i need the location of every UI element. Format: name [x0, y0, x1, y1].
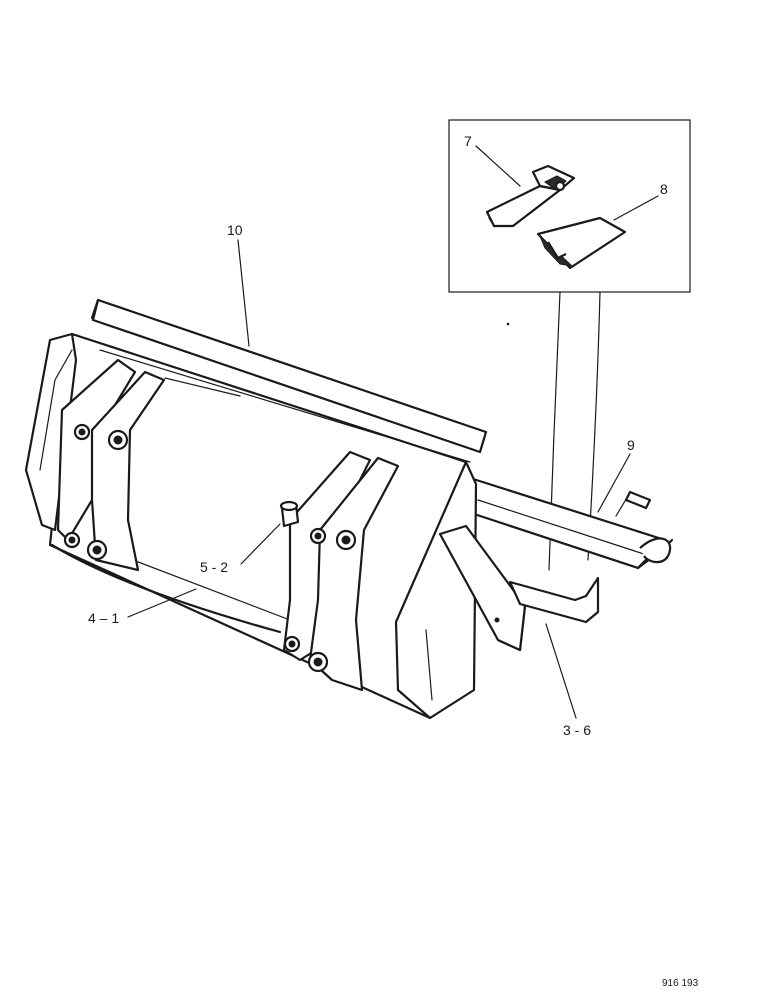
leader-10 — [237, 239, 250, 347]
callout-7: 7 — [464, 133, 472, 149]
right-hitch-bracket — [282, 450, 400, 692]
leader-5-2 — [240, 523, 281, 565]
detail-inset: 7 8 — [448, 119, 691, 571]
callout-10: 10 — [227, 222, 243, 238]
bushing-part-5-2 — [279, 500, 300, 528]
adapter-part-8 — [536, 216, 627, 270]
leader-4-1 — [127, 588, 197, 618]
drawing-code: 916 193 — [662, 978, 699, 989]
edge-part-9: 9 — [466, 437, 674, 570]
speck — [506, 322, 510, 326]
leader-3-6 — [545, 623, 577, 719]
callout-8: 8 — [660, 181, 668, 197]
left-hitch-bracket — [56, 358, 166, 572]
callout-4-1: 4 – 1 — [88, 610, 119, 626]
top-wear-strip-part-10: 10 — [90, 222, 488, 454]
leader-9 — [597, 453, 631, 513]
callout-9: 9 — [627, 437, 635, 453]
bucket-part-4-1 — [24, 332, 600, 720]
tooth-part-7 — [485, 164, 576, 228]
leader-8 — [613, 195, 659, 221]
callout-3-6: 3 - 6 — [563, 722, 591, 738]
leader-7 — [475, 145, 521, 187]
inset-frame — [448, 119, 691, 293]
callout-5-2: 5 - 2 — [200, 559, 228, 575]
